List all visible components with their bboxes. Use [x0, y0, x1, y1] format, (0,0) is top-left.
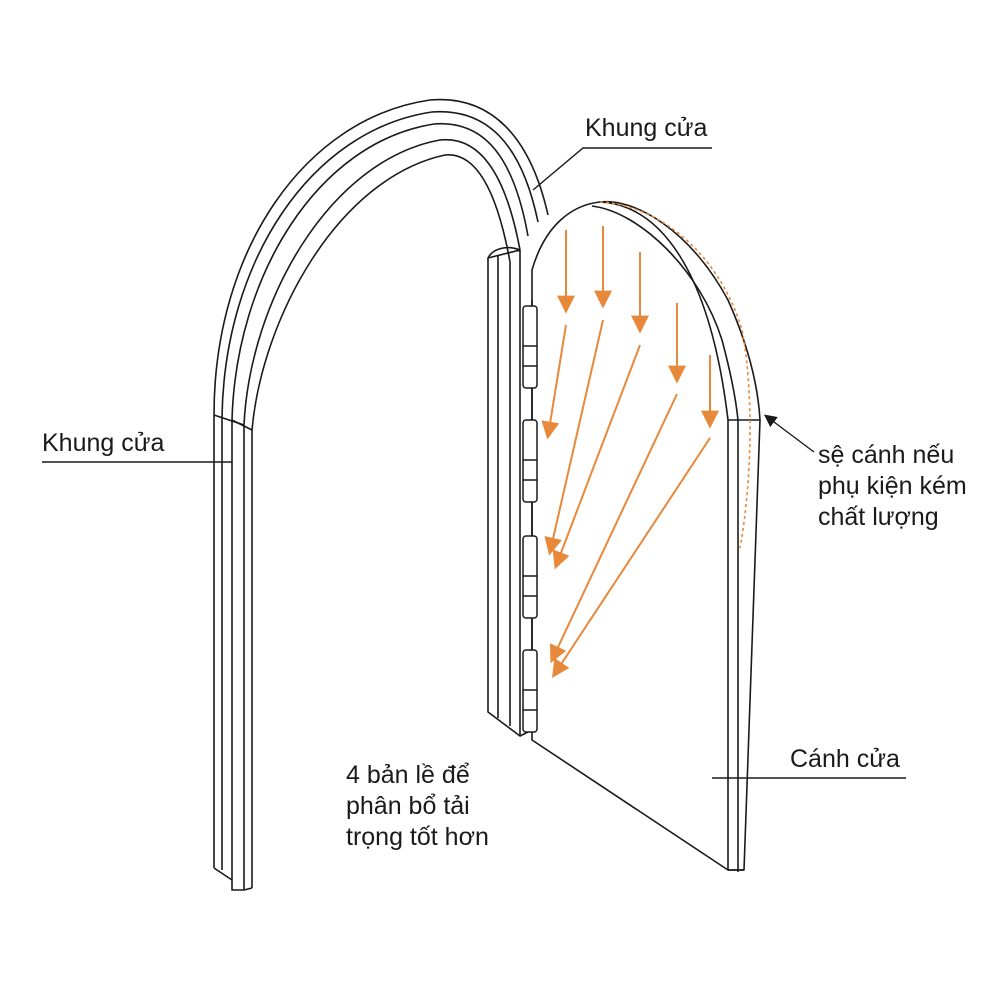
label-door-leaf: Cánh cửa — [790, 745, 900, 773]
frame-joint-left-2 — [231, 419, 253, 431]
frame-outer-arch — [213, 98, 549, 868]
leaf-edge-arch-inner — [591, 205, 739, 421]
label-frame-left: Khung cửa — [42, 429, 165, 457]
frame-right-jamb — [487, 249, 521, 737]
label-sag-line-3: chất lượng — [818, 503, 939, 531]
load-arrows — [541, 226, 719, 679]
frame-left-jamb-bottom — [213, 867, 253, 891]
label-hinges-line-3: trọng tốt hơn — [346, 823, 489, 851]
leaf-edge-side — [728, 419, 761, 871]
load-arrow-diag-2 — [544, 319, 604, 556]
load-arrow-diag-3 — [552, 344, 641, 570]
leader-sag-arrow — [763, 414, 815, 453]
hinge-2 — [522, 419, 538, 503]
load-arrow-diag-1 — [541, 324, 567, 440]
door-leaf — [531, 200, 761, 872]
leader-lines — [42, 147, 906, 779]
door-frame — [213, 98, 549, 891]
hinges — [522, 305, 538, 733]
frame-face-arch-3 — [231, 122, 529, 880]
leaf-edge-arch — [599, 200, 761, 421]
leaf-face — [531, 201, 729, 871]
label-hinges-line-2: phân bổ tải — [346, 792, 470, 820]
label-sag-warning: sệ cánh nếu phụ kiện kém chất lượng — [818, 440, 967, 533]
hinge-4 — [522, 649, 538, 733]
label-frame-top: Khung cửa — [585, 114, 708, 142]
load-arrow-diag-5 — [552, 437, 711, 679]
load-arrow-diag-4 — [549, 393, 678, 664]
frame-joint-right — [487, 246, 521, 259]
label-sag-line-1: sệ cánh nếu — [818, 441, 955, 469]
label-sag-line-2: phụ kiện kém — [818, 472, 967, 500]
label-hinges: 4 bản lề để phân bổ tải trọng tốt hơn — [346, 760, 489, 853]
leader-frame-top — [532, 147, 712, 191]
frame-inner-arch — [243, 138, 521, 890]
hinge-1 — [522, 305, 538, 389]
hinge-3 — [522, 535, 538, 619]
frame-face-arch-2 — [221, 110, 539, 870]
label-hinges-line-1: 4 bản lề để — [346, 761, 470, 789]
frame-inner-arch-2 — [251, 154, 511, 888]
